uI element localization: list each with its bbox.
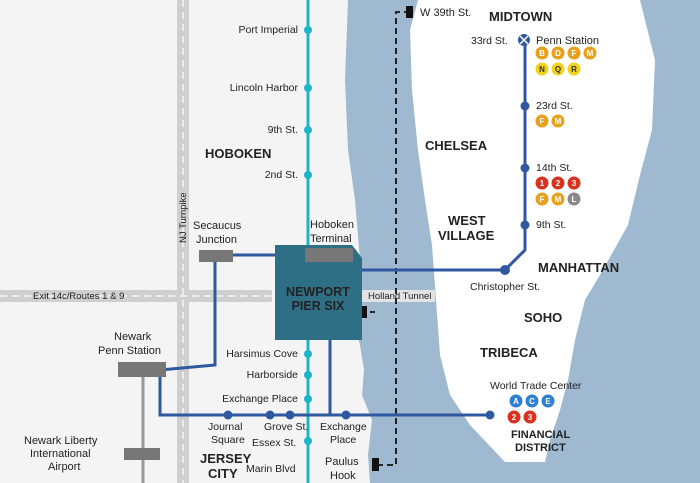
stop-exchange-place[interactable]: [304, 395, 312, 403]
paulus-label-2: Hook: [330, 470, 356, 482]
port-imperial-label: Port Imperial: [238, 24, 298, 36]
newark-penn-station[interactable]: [118, 362, 166, 377]
jersey-label-2: CITY: [208, 466, 238, 481]
secaucus-label-2: Junction: [196, 234, 237, 246]
stop-23rd[interactable]: [520, 101, 530, 111]
exchange-label-1: Exchange: [320, 421, 367, 433]
turnpike-label: NJ Turnpike: [178, 192, 189, 243]
pier-six-label: PIER SIX: [292, 299, 345, 313]
journal-label-1: Journal: [208, 421, 242, 433]
jersey-label-1: JERSEY: [200, 451, 252, 466]
manhattan-island: [410, 0, 655, 462]
stop-journal-square[interactable]: [223, 410, 233, 420]
paulus-label-1: Paulus: [325, 456, 359, 468]
exchange-label-2: Place: [330, 434, 356, 446]
bullet-q: Q: [555, 65, 561, 74]
subway-bullets: B D F M N Q R F M 1 2 3 F M L A C E 2 3: [507, 46, 597, 424]
airport-label-3: Airport: [48, 461, 80, 473]
bullet-14-l: L: [572, 195, 577, 204]
penn-label: Penn Station: [536, 35, 599, 47]
hoboken-terminal-label-1: Hoboken: [310, 219, 354, 231]
tribeca-label: TRIBECA: [480, 345, 538, 360]
bullet-b: B: [539, 49, 545, 58]
harsimus-label: Harsimus Cove: [226, 348, 298, 360]
bullet-23-f: F: [540, 117, 545, 126]
stop-christopher[interactable]: [500, 265, 510, 275]
wtc-label: World Trade Center: [490, 380, 582, 392]
airport-station[interactable]: [124, 448, 160, 460]
newport-pier-six-box: [275, 245, 362, 340]
bullet-14-m: M: [555, 195, 562, 204]
bullet-d: D: [555, 49, 561, 58]
w39-label: W 39th St.: [420, 7, 471, 19]
chelsea-label: CHELSEA: [425, 138, 488, 153]
stop-essex[interactable]: [285, 410, 295, 420]
marin-label: Marin Blvd: [246, 463, 296, 475]
lincoln-harbor-label: Lincoln Harbor: [230, 82, 299, 94]
ninth-manh-label: 9th St.: [536, 219, 566, 231]
stop-14th[interactable]: [520, 163, 530, 173]
stop-9th-manh[interactable]: [520, 220, 530, 230]
bullet-wtc-2: 2: [512, 413, 517, 422]
exchange-place-label: Exchange Place: [222, 393, 298, 405]
essex-label: Essex St.: [252, 437, 296, 449]
hoboken-terminal-label-2: Terminal: [310, 233, 352, 245]
stop-exchange-path[interactable]: [341, 410, 351, 420]
secaucus-station[interactable]: [199, 250, 233, 262]
ferry-stops: [304, 26, 312, 445]
manhattan-label: MANHATTAN: [538, 260, 619, 275]
holland-tunnel-road: [360, 290, 435, 302]
newark-penn-label-2: Penn Station: [98, 345, 161, 357]
bullet-14-3: 3: [572, 179, 577, 188]
bullet-14-f: F: [540, 195, 545, 204]
stop-grove[interactable]: [265, 410, 275, 420]
journal-label-2: Square: [211, 434, 245, 446]
exit-label: Exit 14c/Routes 1 & 9: [33, 291, 124, 302]
stop-wtc[interactable]: [485, 410, 495, 420]
tunnel-label: Holland Tunnel: [368, 291, 431, 302]
bullet-r: R: [571, 65, 577, 74]
ninth-st-label: 9th St.: [268, 124, 298, 136]
bullet-c: C: [529, 397, 535, 406]
west-village-label-2: VILLAGE: [438, 228, 495, 243]
twentythird-label: 23rd St.: [536, 100, 573, 112]
stop-9th-st[interactable]: [304, 126, 312, 134]
path-stops: [223, 101, 530, 420]
bullet-23-m: M: [555, 117, 562, 126]
grove-label: Grove St.: [264, 421, 308, 433]
west-village-label-1: WEST: [448, 213, 486, 228]
airport-label-1: Newark Liberty: [24, 435, 98, 447]
financial-label-2: DISTRICT: [515, 442, 566, 454]
bullet-14-1: 1: [540, 179, 545, 188]
bullet-e: E: [545, 397, 551, 406]
airport-label-2: International: [30, 448, 91, 460]
bullet-n: N: [539, 65, 545, 74]
stop-lincoln-harbor[interactable]: [304, 84, 312, 92]
second-st-label: 2nd St.: [265, 169, 298, 181]
harborside-label: Harborside: [247, 369, 299, 381]
stop-marin[interactable]: [304, 437, 312, 445]
bullet-wtc-3: 3: [528, 413, 533, 422]
ferry-route-dashed: [378, 11, 410, 466]
newark-penn-label-1: Newark: [114, 331, 152, 343]
secaucus-label-1: Secaucus: [193, 220, 242, 232]
bullet-14-2: 2: [556, 179, 561, 188]
stop-harborside[interactable]: [304, 371, 312, 379]
fourteenth-label: 14th St.: [536, 162, 572, 174]
bullet-f: F: [572, 49, 577, 58]
soho-label: SOHO: [524, 310, 562, 325]
financial-label-1: FINANCIAL: [511, 429, 571, 441]
bullet-a: A: [513, 397, 519, 406]
hoboken-label: HOBOKEN: [205, 146, 271, 161]
stop-port-imperial[interactable]: [304, 26, 312, 34]
newport-label: NEWPORT: [286, 285, 350, 299]
midtown-label: MIDTOWN: [489, 9, 552, 24]
thirtythird-label: 33rd St.: [471, 35, 508, 47]
stop-2nd-st[interactable]: [304, 171, 312, 179]
stop-harsimus[interactable]: [304, 350, 312, 358]
christopher-label: Christopher St.: [470, 281, 540, 293]
bullet-m: M: [587, 49, 594, 58]
